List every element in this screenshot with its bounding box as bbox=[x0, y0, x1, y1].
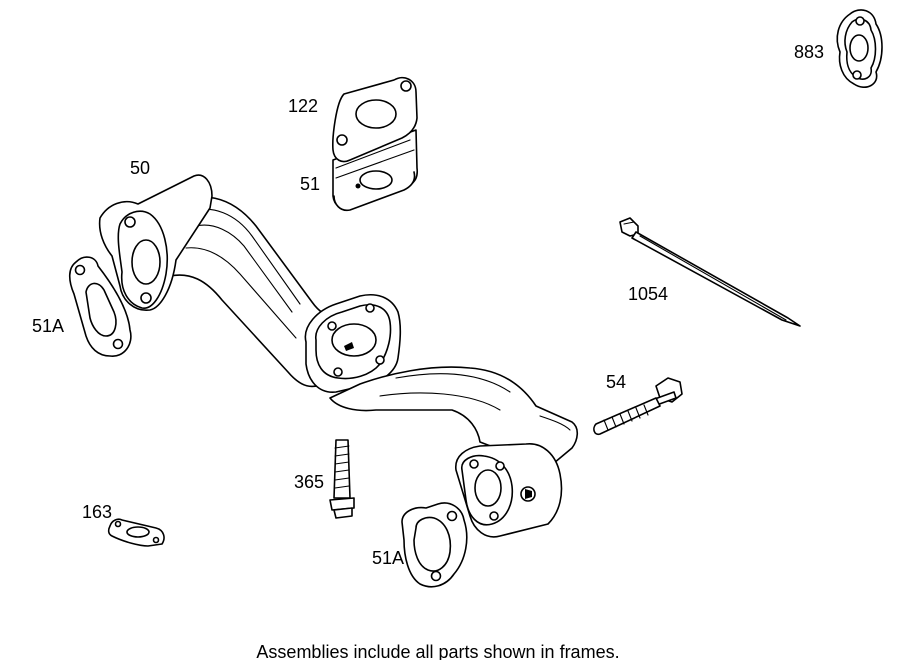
caption: Assemblies include all parts shown in fr… bbox=[256, 642, 619, 660]
label-163: 163 bbox=[82, 502, 112, 522]
label-883: 883 bbox=[794, 42, 824, 62]
label-51a-bottom: 51A bbox=[372, 548, 404, 568]
label-50: 50 bbox=[130, 158, 150, 178]
gasket-883 bbox=[836, 9, 883, 88]
label-51: 51 bbox=[300, 174, 320, 194]
gasket-51a-bottom bbox=[401, 502, 468, 588]
stud-365 bbox=[329, 439, 355, 519]
cable-tie-1054 bbox=[619, 217, 801, 327]
label-54: 54 bbox=[606, 372, 626, 392]
label-365: 365 bbox=[294, 472, 324, 492]
gasket-163 bbox=[107, 518, 165, 547]
manifold-50 bbox=[98, 174, 579, 538]
label-122: 122 bbox=[288, 96, 318, 116]
gasket-51a-left bbox=[68, 256, 132, 357]
label-1054: 1054 bbox=[628, 284, 668, 304]
gasket-51 bbox=[333, 170, 416, 212]
bolt-54 bbox=[593, 377, 683, 436]
label-51a-left: 51A bbox=[32, 316, 64, 336]
